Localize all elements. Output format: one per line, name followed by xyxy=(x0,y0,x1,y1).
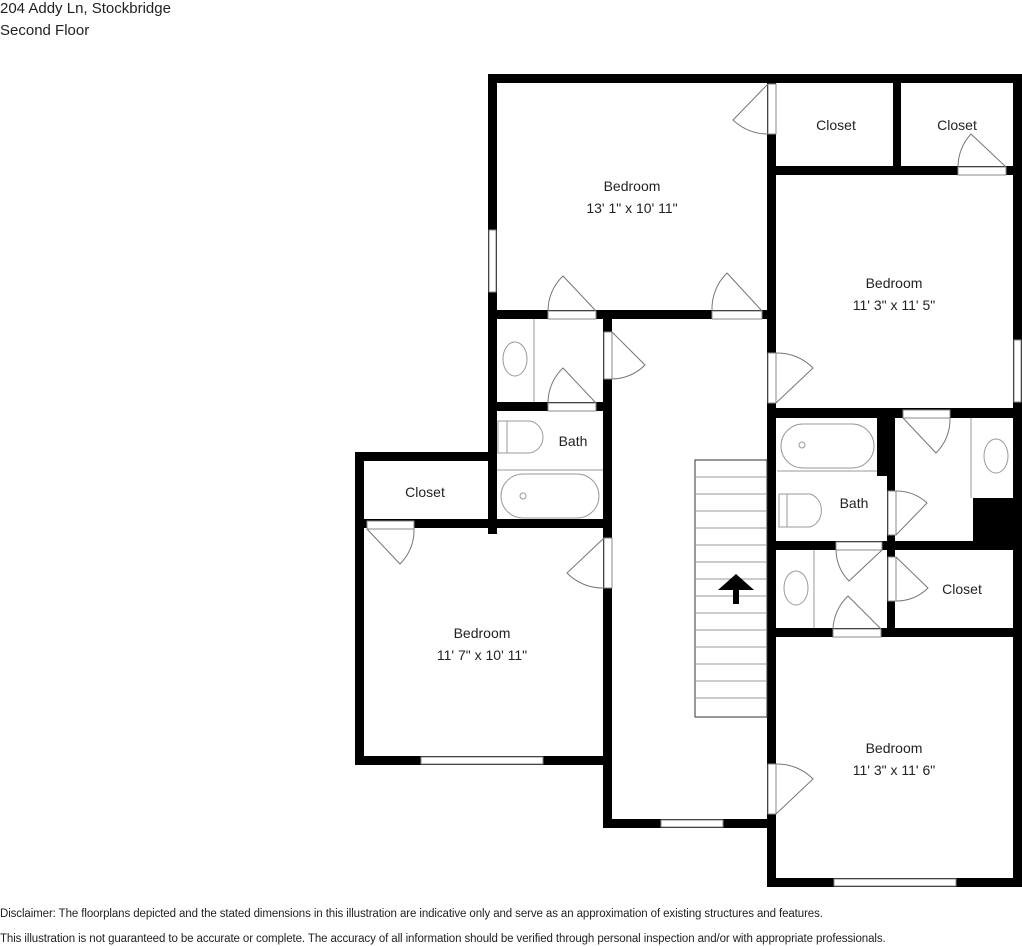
room-name-bath-2: Bath xyxy=(840,495,869,511)
room-dimensions-bedroom-2: 11' 3" x 11' 5" xyxy=(853,297,936,313)
room-name-bedroom-4: Bedroom xyxy=(866,740,923,756)
floor-label: Second Floor xyxy=(0,22,90,39)
room-name-bedroom-2: Bedroom xyxy=(866,275,923,291)
room-name-bedroom-3: Bedroom xyxy=(454,625,511,641)
room-labels: Bedroom 13' 1" x 10' 11" Closet Closet B… xyxy=(405,117,982,778)
room-name-closet-2: Closet xyxy=(937,117,977,133)
room-dimensions-bedroom-3: 11' 7" x 10' 11" xyxy=(437,647,527,663)
room-name-closet-4: Closet xyxy=(942,581,982,597)
disclaimer-line-2: This illustration is not guaranteed to b… xyxy=(0,933,886,945)
arrow-up-icon xyxy=(718,574,754,604)
doors xyxy=(366,83,1007,815)
room-name-closet-1: Closet xyxy=(816,117,856,133)
property-address: 204 Addy Ln, Stockbridge xyxy=(0,0,171,17)
staircase xyxy=(694,459,768,718)
fixtures xyxy=(497,319,1009,628)
room-dimensions-bedroom-1: 13' 1" x 10' 11" xyxy=(586,200,677,216)
windows xyxy=(420,229,1022,887)
room-name-bath-1: Bath xyxy=(559,433,588,449)
room-dimensions-bedroom-4: 11' 3" x 11' 6" xyxy=(853,762,936,778)
disclaimer-line-1: Disclaimer: The floorplans depicted and … xyxy=(0,908,823,920)
room-name-bedroom-1: Bedroom xyxy=(604,178,661,194)
room-name-closet-3: Closet xyxy=(405,484,445,500)
